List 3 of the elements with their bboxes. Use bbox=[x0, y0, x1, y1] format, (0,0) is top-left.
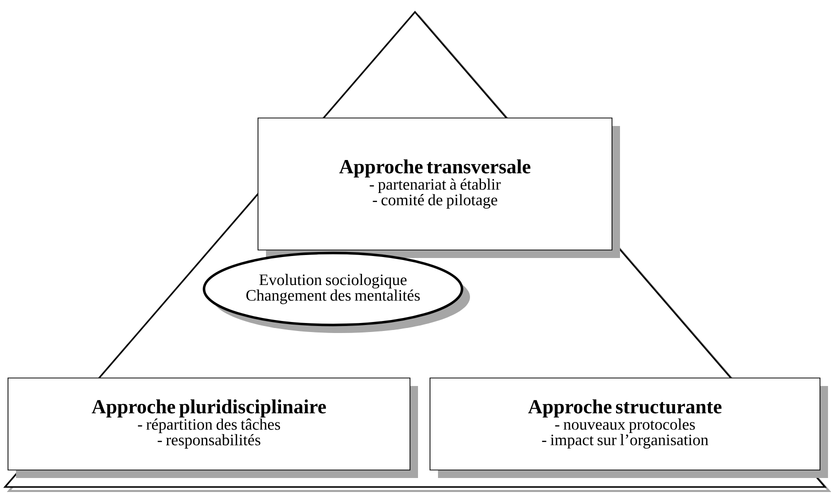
approach-box: Approche structurante - nouveaux protocoles - impact sur l’organisation bbox=[430, 378, 828, 478]
approach-box: Approche pluridisciplinaire - répartition des tâches - responsabilités bbox=[8, 378, 418, 478]
approach-box: Approche transversale - partenariat à établir - comité de pilotage bbox=[258, 118, 620, 258]
